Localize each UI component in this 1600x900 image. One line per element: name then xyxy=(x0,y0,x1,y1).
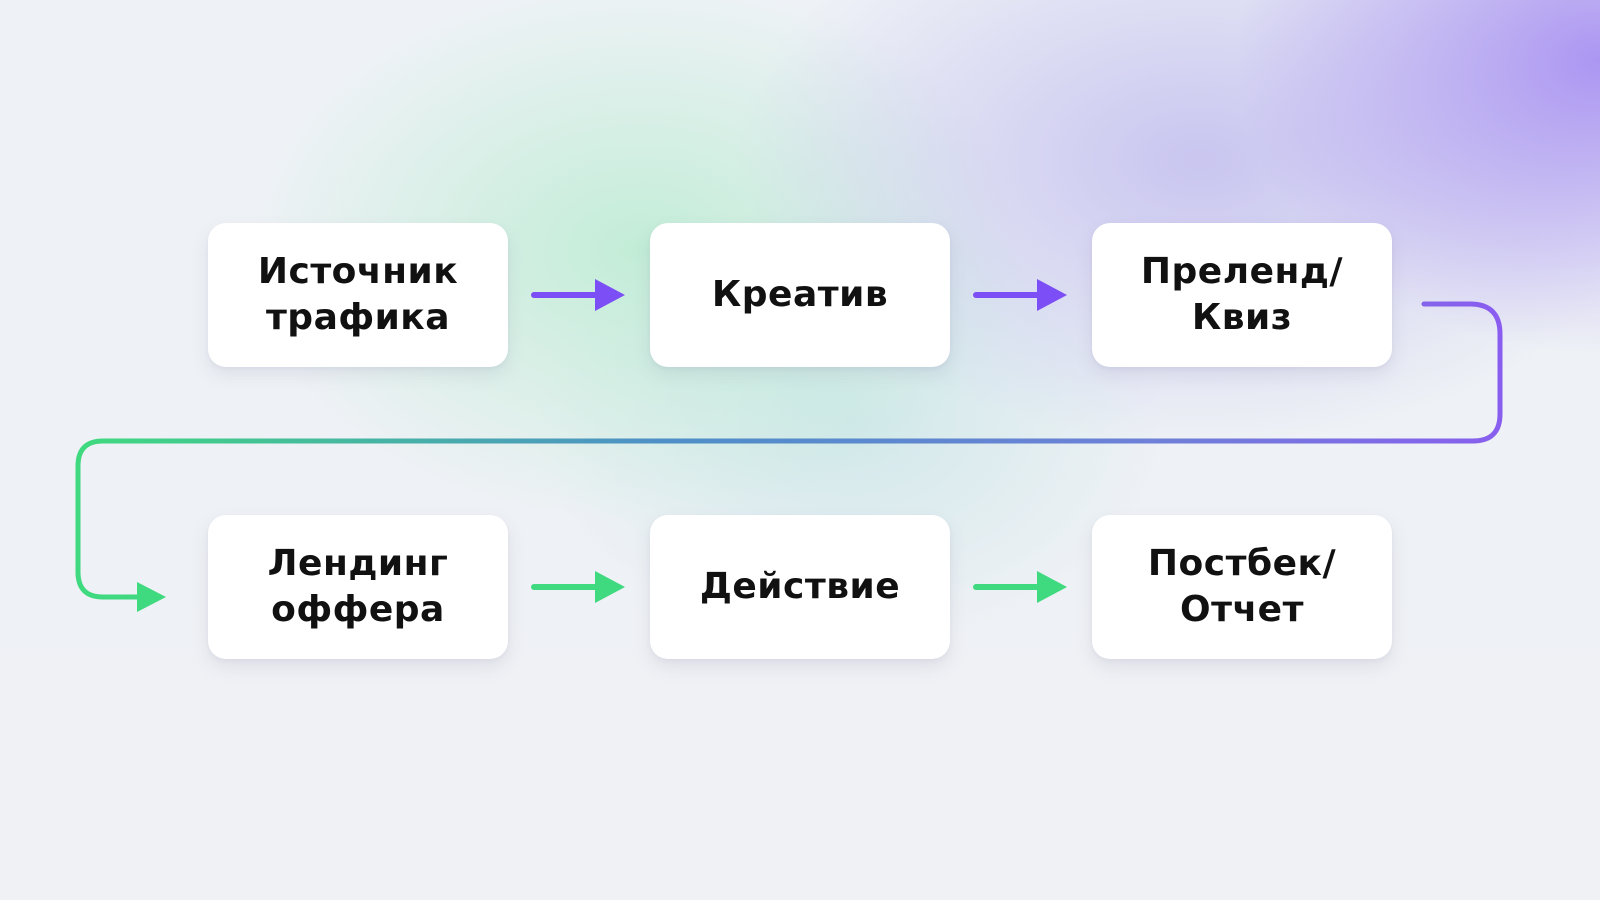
step-traffic-source: Источник трафика xyxy=(208,223,508,367)
arrow-creative-to-prelanding xyxy=(973,279,1067,311)
step-label: Постбек/ Отчет xyxy=(1147,543,1337,630)
step-offer-landing: Лендинг оффера xyxy=(208,515,508,659)
step-label: Источник трафика xyxy=(257,251,459,338)
step-prelanding-quiz: Преленд/ Квиз xyxy=(1092,223,1392,367)
step-label: Креатив xyxy=(711,274,889,315)
step-postback-report: Постбек/ Отчет xyxy=(1092,515,1392,659)
step-label: Преленд/ Квиз xyxy=(1140,251,1344,338)
arrow-action-to-postback xyxy=(973,571,1067,603)
step-label: Действие xyxy=(699,566,901,607)
arrow-prelanding-to-landing xyxy=(75,301,1503,612)
step-creative: Креатив xyxy=(650,223,950,367)
step-label: Лендинг оффера xyxy=(267,543,449,630)
arrow-source-to-creative xyxy=(531,279,625,311)
step-action: Действие xyxy=(650,515,950,659)
arrow-landing-to-action xyxy=(531,571,625,603)
